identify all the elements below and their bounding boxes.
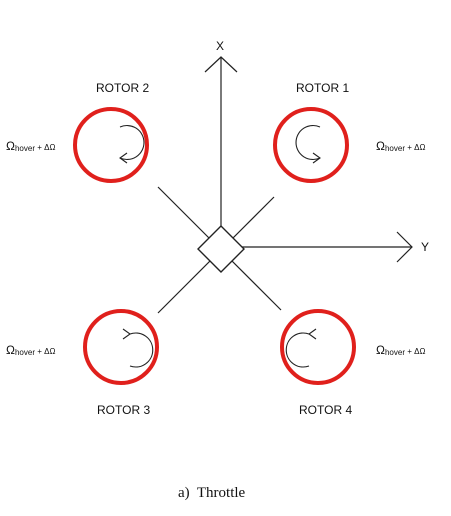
- rotor-rings: [73, 107, 356, 385]
- rotor-4-ring: [280, 309, 356, 385]
- center-body: [197, 225, 245, 273]
- rotor-1-spin-arrow: [295, 124, 321, 164]
- rotor-2-spin-arrow: [119, 124, 145, 164]
- rotor-3-speed-label: Ωhover + ΔΩ: [6, 343, 55, 357]
- rotor-4-spin-arrow: [285, 328, 317, 368]
- rotor-1-ring: [273, 107, 349, 183]
- figure-caption: a) Throttle: [178, 485, 246, 501]
- rotor-3-label: ROTOR 3: [97, 403, 150, 417]
- rotor-1-speed-label: Ωhover + ΔΩ: [376, 139, 425, 153]
- rotor-1-label: ROTOR 1: [296, 81, 349, 95]
- x-axis-label: X: [216, 39, 224, 53]
- rotor-2-label: ROTOR 2: [96, 81, 149, 95]
- rotor-3-ring: [83, 309, 159, 385]
- rotor-2-ring: [73, 107, 149, 183]
- axes: [204, 56, 413, 263]
- rotation-arrows: [119, 124, 321, 368]
- rotor-4-label: ROTOR 4: [299, 403, 352, 417]
- rotor-4-speed-label: Ωhover + ΔΩ: [376, 343, 425, 357]
- rotor-2-speed-label: Ωhover + ΔΩ: [6, 139, 55, 153]
- y-axis-label: Y: [421, 240, 429, 254]
- rotor-3-spin-arrow: [122, 328, 154, 368]
- x-axis-arrowhead: [204, 56, 238, 73]
- y-axis-arrowhead: [396, 231, 413, 263]
